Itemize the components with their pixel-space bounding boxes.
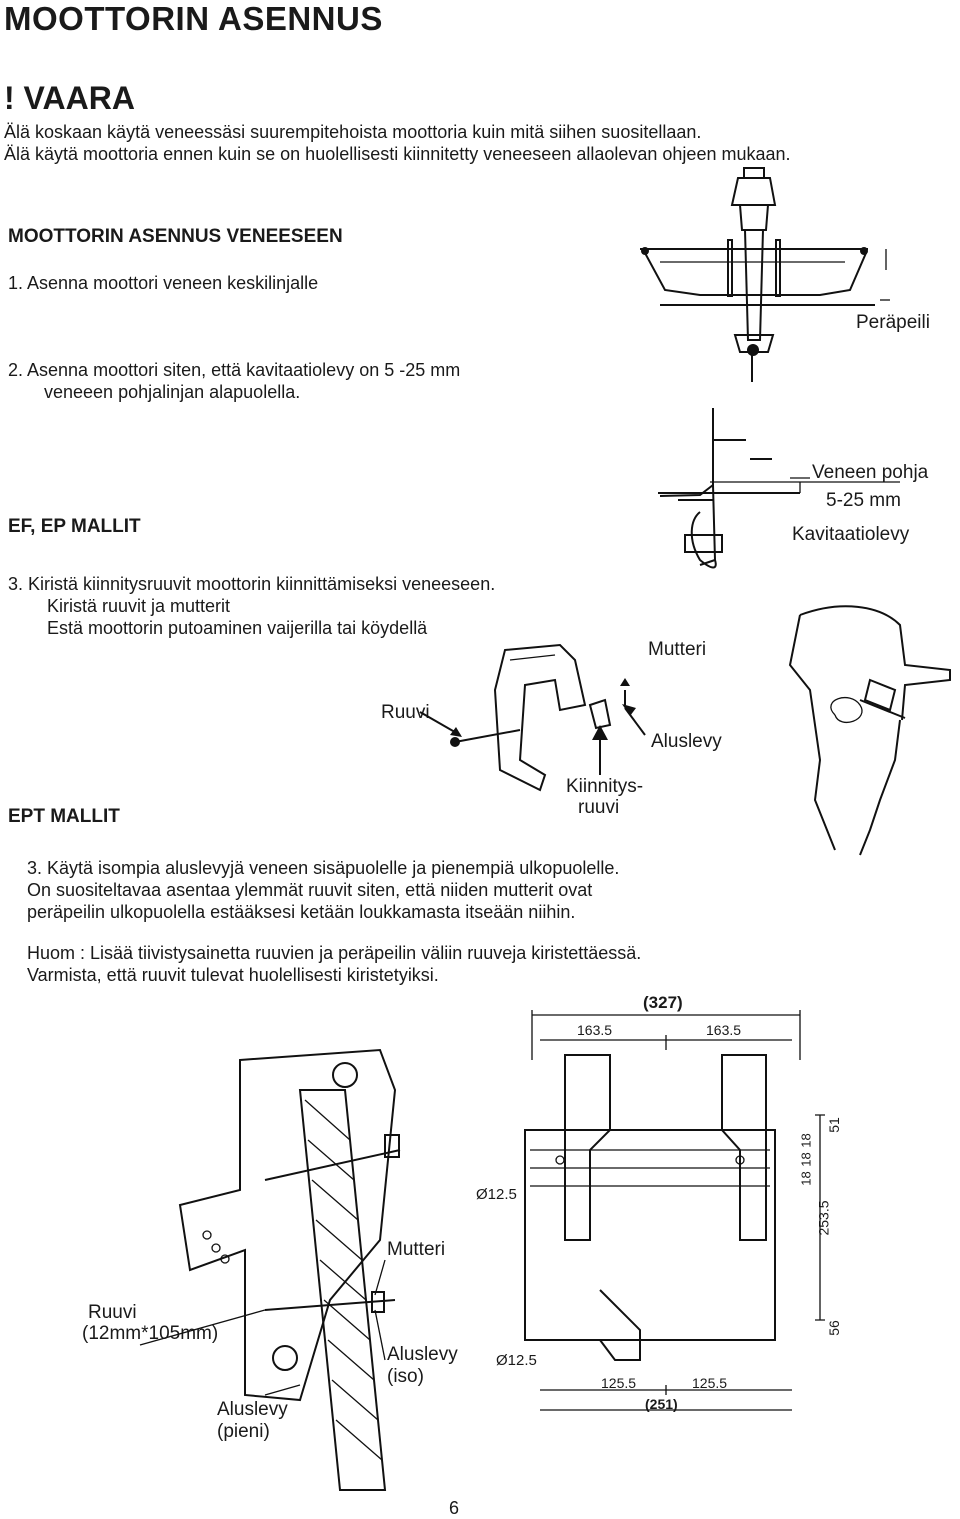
label-aluslevy-iso-2: (iso) <box>387 1366 424 1387</box>
label-aluslevy: Aluslevy <box>651 731 722 752</box>
label-kiinnitys-2: ruuvi <box>578 797 620 818</box>
ept-note-line-1: Huom : Lisää tiivistysainetta ruuvien ja… <box>27 943 642 963</box>
ef-ep-step-3-line-3: Estä moottorin putoaminen vaijerilla tai… <box>47 618 428 638</box>
clamp-bracket-drawing <box>419 643 646 792</box>
label-kavitaatiolevy: Kavitaatiolevy <box>792 524 910 545</box>
install-step-1: 1. Asenna moottori veneen keskilinjalle <box>8 273 319 293</box>
label-mutteri-2: Mutteri <box>387 1239 446 1260</box>
install-step-2-line-1: 2. Asenna moottori siten, että kavitaati… <box>8 360 461 380</box>
label-perapeili: Peräpeili <box>856 312 930 333</box>
dim-251: (251) <box>645 1396 678 1412</box>
ef-ep-step-3-line-2: Kiristä ruuvit ja mutterit <box>47 596 231 616</box>
ept-note-line-2: Varmista, että ruuvit tulevat huolellise… <box>27 965 439 985</box>
bracket-dimension-drawing <box>524 1010 825 1411</box>
label-ruuvi-2-line-2: (12mm*105mm) <box>82 1323 219 1344</box>
ept-step-3-line-1: 3. Käytä isompia aluslevyjä veneen sisäp… <box>27 858 620 878</box>
dim-dia-1: Ø12.5 <box>476 1186 517 1203</box>
ept-step-3-line-2: On suositeltavaa asentaa ylemmät ruuvit … <box>27 880 593 900</box>
label-veneen-pohja: Veneen pohja <box>812 462 929 483</box>
label-aluslevy-pieni-1: Aluslevy <box>217 1399 288 1420</box>
cavitation-plate-drawing <box>658 408 900 569</box>
ept-step-3-line-3: peräpeilin ulkopuolella estääksesi ketää… <box>27 902 576 922</box>
dim-163-5-right: 163.5 <box>706 1022 742 1038</box>
label-range: 5-25 mm <box>826 490 901 511</box>
install-heading: MOOTTORIN ASENNUS VENEESEEN <box>8 226 343 247</box>
install-step-2-line-2: veneeen pohjalinjan alapuolella. <box>44 382 301 402</box>
transom-section-drawing <box>139 1048 401 1491</box>
page-number: 6 <box>449 1498 460 1518</box>
dim-163-5-left: 163.5 <box>577 1022 613 1038</box>
label-kiinnitys-1: Kiinnitys- <box>566 776 644 797</box>
dim-327: (327) <box>643 993 683 1012</box>
ept-heading: EPT MALLIT <box>8 806 120 827</box>
label-aluslevy-iso-1: Aluslevy <box>387 1344 458 1365</box>
ef-ep-step-3-line-1: 3. Kiristä kiinnitysruuvit moottorin kii… <box>8 574 496 594</box>
dim-dia-2: Ø12.5 <box>496 1352 537 1369</box>
warning-heading: ! VAARA <box>4 80 135 116</box>
label-ruuvi-2-line-1: Ruuvi <box>88 1302 137 1323</box>
page-title: MOOTTORIN ASENNUS <box>4 0 383 37</box>
warning-line-2: Älä käytä moottoria ennen kuin se on huo… <box>4 144 791 164</box>
dim-125-5-left: 125.5 <box>601 1375 637 1391</box>
warning-line-1: Älä koskaan käytä veneessäsi suurempiteh… <box>4 122 702 142</box>
label-mutteri: Mutteri <box>648 639 707 660</box>
ef-ep-heading: EF, EP MALLIT <box>8 516 141 537</box>
label-aluslevy-pieni-2: (pieni) <box>217 1421 270 1442</box>
label-ruuvi: Ruuvi <box>381 702 430 723</box>
dim-125-5-right: 125.5 <box>692 1375 728 1391</box>
boat-hull-drawing <box>640 167 890 382</box>
safety-rope-drawing <box>788 605 951 856</box>
